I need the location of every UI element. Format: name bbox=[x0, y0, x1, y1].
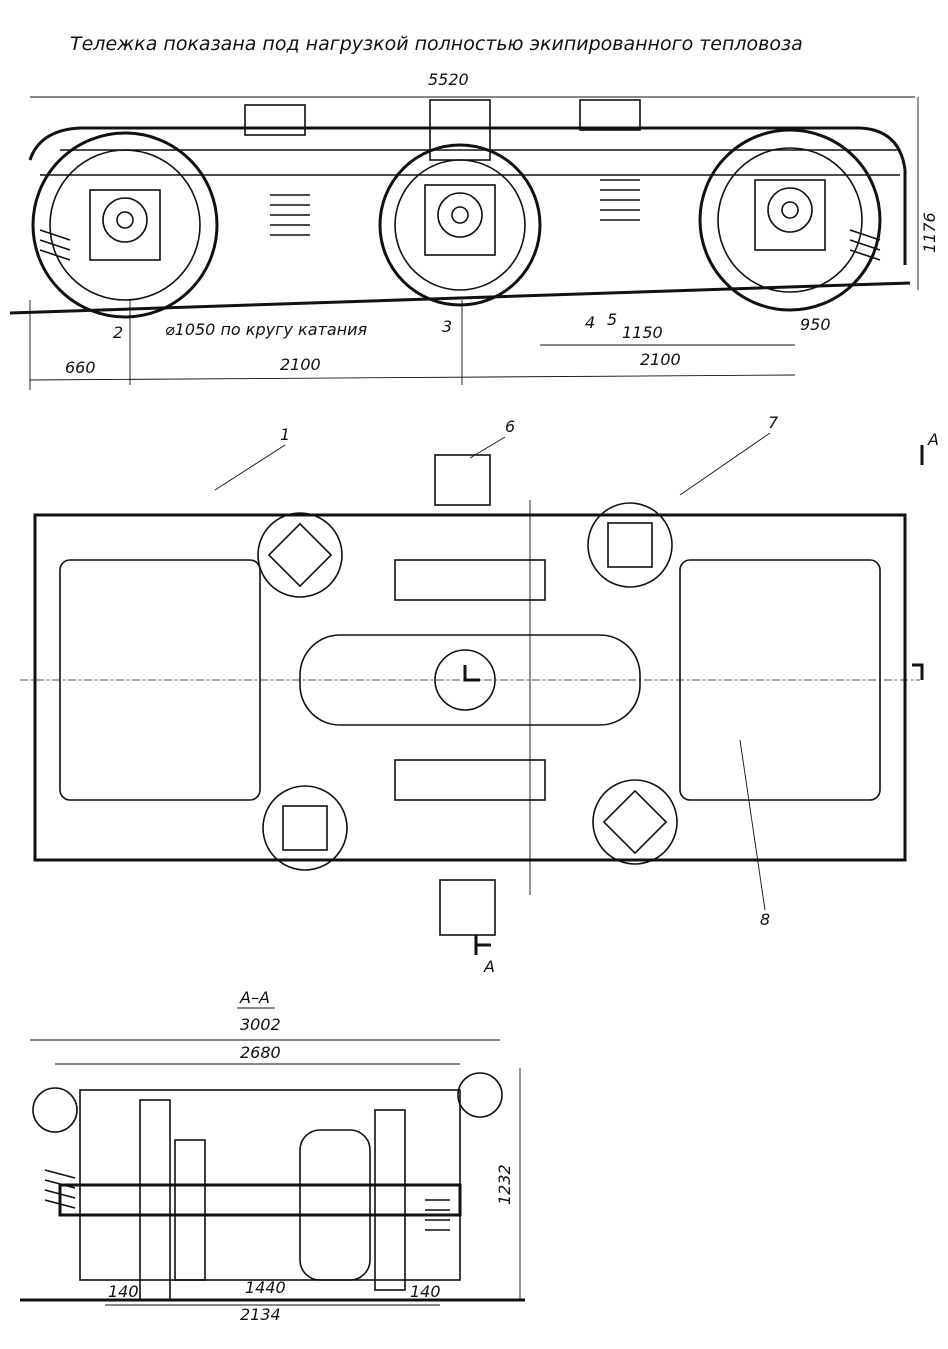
dim-1150: 1150 bbox=[622, 323, 663, 342]
side-view: 5520 1176 2 ⌀1050 по к bbox=[9, 70, 939, 390]
wheelset-1 bbox=[31, 131, 219, 319]
rail-line bbox=[9, 281, 911, 315]
callout-3: 3 bbox=[442, 317, 452, 336]
side-bearer bbox=[429, 99, 491, 161]
plan-view: 1 6 7 8 A A bbox=[20, 413, 939, 976]
bogie-frame-top bbox=[28, 126, 907, 265]
brake-cylinder-bottom bbox=[439, 879, 496, 936]
callout-6: 6 bbox=[505, 417, 515, 436]
dim-1440: 1440 bbox=[245, 1278, 286, 1297]
dim-140-right: 140 bbox=[410, 1282, 441, 1301]
wheel-diameter-note: ⌀1050 по кругу катания bbox=[165, 320, 367, 339]
dim-5520: 5520 bbox=[428, 70, 469, 89]
dim-1232: 1232 bbox=[495, 1164, 514, 1205]
dim-1176: 1176 bbox=[920, 212, 939, 253]
dim-2100-left: 2100 bbox=[280, 355, 321, 374]
section-label-top: A bbox=[927, 430, 939, 449]
callout-4: 4 bbox=[585, 313, 595, 332]
dim-140-left: 140 bbox=[108, 1282, 139, 1301]
dim-660: 660 bbox=[65, 358, 96, 377]
dim-2100-right: 2100 bbox=[640, 350, 681, 369]
traction-motor bbox=[299, 1129, 371, 1281]
callout-1: 1 bbox=[280, 425, 290, 444]
axle-boxes bbox=[257, 502, 678, 871]
dim-3002: 3002 bbox=[240, 1015, 281, 1034]
wheelset-2 bbox=[378, 143, 542, 307]
section-mark-bottom bbox=[474, 935, 491, 955]
brake-cylinder-top bbox=[434, 454, 491, 506]
callout-7: 7 bbox=[768, 413, 779, 432]
springs bbox=[39, 179, 881, 261]
drawing-title: Тележка показана под нагрузкой полностью… bbox=[70, 33, 803, 55]
bogie-frame-plan bbox=[33, 513, 907, 862]
dim-2680: 2680 bbox=[240, 1043, 281, 1062]
pulley-right bbox=[457, 1072, 503, 1118]
section-view: A–A 3002 2680 1232 140 1440 140 2134 bbox=[20, 988, 525, 1324]
wheelset-3 bbox=[698, 128, 882, 312]
pulley-left bbox=[32, 1087, 78, 1133]
axle bbox=[58, 1183, 462, 1217]
section-label-bottom: A bbox=[483, 957, 495, 976]
callout-8: 8 bbox=[760, 910, 770, 929]
section-mark-top bbox=[912, 445, 924, 680]
section-title: A–A bbox=[239, 988, 270, 1007]
dim-2134: 2134 bbox=[240, 1305, 281, 1324]
callout-5: 5 bbox=[607, 310, 617, 329]
callout-2: 2 bbox=[113, 323, 123, 342]
dim-950: 950 bbox=[800, 315, 831, 334]
